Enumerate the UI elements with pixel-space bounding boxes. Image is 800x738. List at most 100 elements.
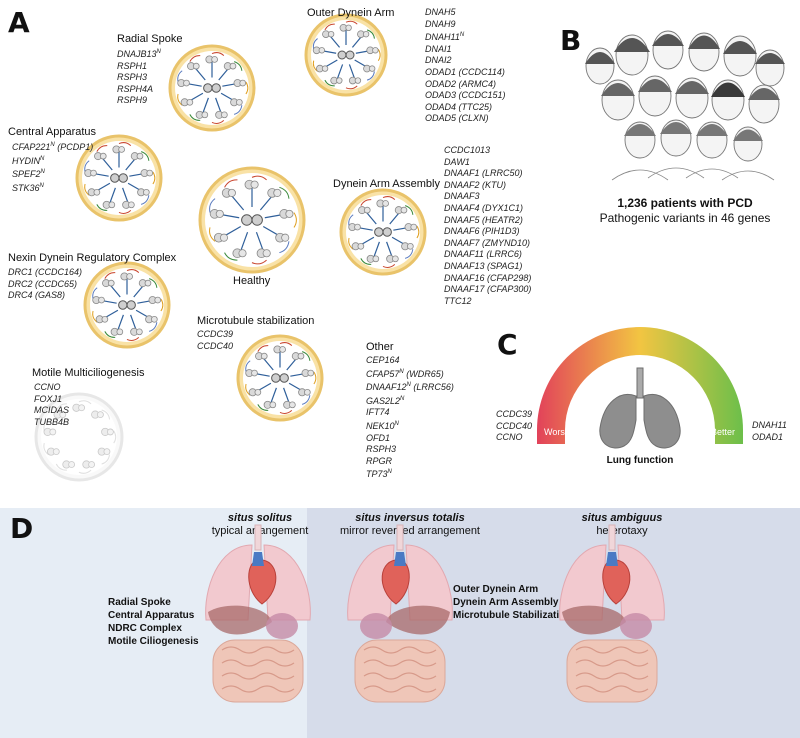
radial-spoke-title: Radial Spoke [117,33,183,45]
variants-count: Pathogenic variants in 46 genes [599,211,771,225]
healthy-axoneme [198,166,306,274]
gene-item: DNAI1 [425,43,452,54]
gene-group-item: Central Apparatus [108,610,195,621]
healthy-label: Healthy [233,275,271,287]
gene-group-item: Dynein Arm Assembly [453,597,559,608]
gene-item: DNAAF5 (HEATR2) [444,214,523,225]
nexin-dynein-genes: DRC1 (CCDC164)DRC2 (CCDC65)DRC4 (GAS8) [8,267,82,302]
lung-function-caption: Lung function [606,455,674,466]
outer-dynein-arm-axoneme [304,13,388,97]
gene-item: CFAP57N (WDR65) [366,368,444,379]
gene-item: DRC1 (CCDC164) [8,267,83,277]
gene-item: DNAAF4 (DYX1C1) [444,202,524,213]
gene-item: DNAAF17 (CFAP300) [444,284,532,295]
panel-d-letter: D [10,512,34,545]
gene-group-item: Outer Dynein Arm [453,584,539,595]
situs-inversus-background [307,508,800,738]
gene-item: CCDC40 [197,340,234,351]
gene-item: TTC12 [444,295,472,306]
microtubule-stabilization-axoneme [236,334,324,422]
motile-multiciliogenesis-title: Motile Multiciliogenesis [32,367,145,379]
microtubule-stabilization-title: Microtubule stabilization [197,315,315,327]
gene-item: CCNO [496,432,523,443]
gene-item: DNAAF7 (ZMYND10) [444,237,531,248]
gene-group-item: Radial Spoke [108,597,171,608]
gene-item: ODAD4 (TTC25) [425,101,493,112]
outer-dynein-arm-title: Outer Dynein Arm [307,7,395,19]
gene-item: DNAAF11 (LRRC6) [444,249,522,260]
gene-item: RPGR [366,455,393,466]
panel-a-letter: A [8,6,30,39]
gene-item: GAS2L2N [366,395,405,406]
dynein-arm-assembly-axoneme [339,188,427,276]
gene-item: DNAH5 [425,7,456,17]
gene-group-item: Microtubule Stabilization [453,610,572,621]
gene-item: CEP164 [366,355,400,365]
gene-group-item: Motile Ciliogenesis [108,636,199,647]
worse-label: Worse [544,427,570,437]
situs-solitus-title: situs solitus typical arrangement [211,512,309,537]
gene-item: DNAH9 [425,18,456,29]
gene-item: CCDC39 [496,409,533,419]
gene-item: CCDC39 [197,329,234,339]
gene-item: RSPH9 [117,95,148,106]
gene-item: IFT74 [366,407,390,418]
gene-item: DNAH11N [425,32,465,43]
better-label: Better [711,427,736,437]
patients-count: 1,236 patients with PCD [617,196,753,210]
gene-item: DAW1 [444,156,470,167]
gene-item: RSPH1 [117,60,148,71]
gene-item: ODAD1 (CCDC114) [425,66,505,77]
nexin-dynein-axoneme [83,261,171,349]
gene-group-item: NDRC Complex [108,623,182,634]
gene-item: CCNO [34,382,61,392]
gene-item: TUBB4B [34,416,70,427]
gene-item: DNAAF1 (LRRC50) [444,168,523,179]
gene-item: MCIDAS [34,405,70,416]
gene-item: STK36N [12,182,44,193]
gene-item: DRC2 (CCDC65) [8,278,78,289]
gene-item: DNAAF2 (KTU) [444,179,507,190]
central-apparatus-axoneme [75,134,163,222]
gene-item: CFAP221N (PCDP1) [12,142,94,152]
gene-item: DNAAF12N (LRRC56) [366,382,454,393]
gene-item: DNAH11 [752,420,787,430]
gene-item: RSPH3 [366,444,397,455]
gene-item: DNAAF6 (PIH1D3) [444,226,520,237]
gene-item: ODAD5 (CLXN) [425,113,489,124]
gene-item: ODAD3 (CCDC151) [425,90,506,101]
gene-item: RSPH4A [117,83,154,94]
nexin-dynein-title: Nexin Dynein Regulatory Complex [8,252,177,264]
gene-item: DNAAF3 [444,191,480,202]
gene-item: TP73N [366,469,392,480]
gene-item: DNAAF16 (CFAP298) [444,272,532,283]
gene-item: ODAD2 (ARMC4) [425,78,497,89]
gene-item: CCDC1013 [444,145,491,155]
gene-item: NEK10N [366,420,399,431]
motile-multiciliogenesis-axoneme [34,392,124,482]
situs-inversus-title: situs inversus totalis mirror reversed a… [340,512,480,537]
gene-item: SPEF2N [12,169,45,180]
gene-item: CCDC40 [496,420,533,431]
gene-item: ODAD1 [752,431,784,442]
gene-item: DNAJB13N [117,49,161,59]
gene-item: DNAI2 [425,55,452,66]
panel-b-letter: B [560,24,582,57]
other-title: Other [366,341,394,353]
gene-item: DNAAF13 (SPAG1) [444,260,523,271]
gene-item: OFD1 [366,432,391,443]
radial-spoke-axoneme [168,44,256,132]
panel-c-letter: C [497,328,518,361]
